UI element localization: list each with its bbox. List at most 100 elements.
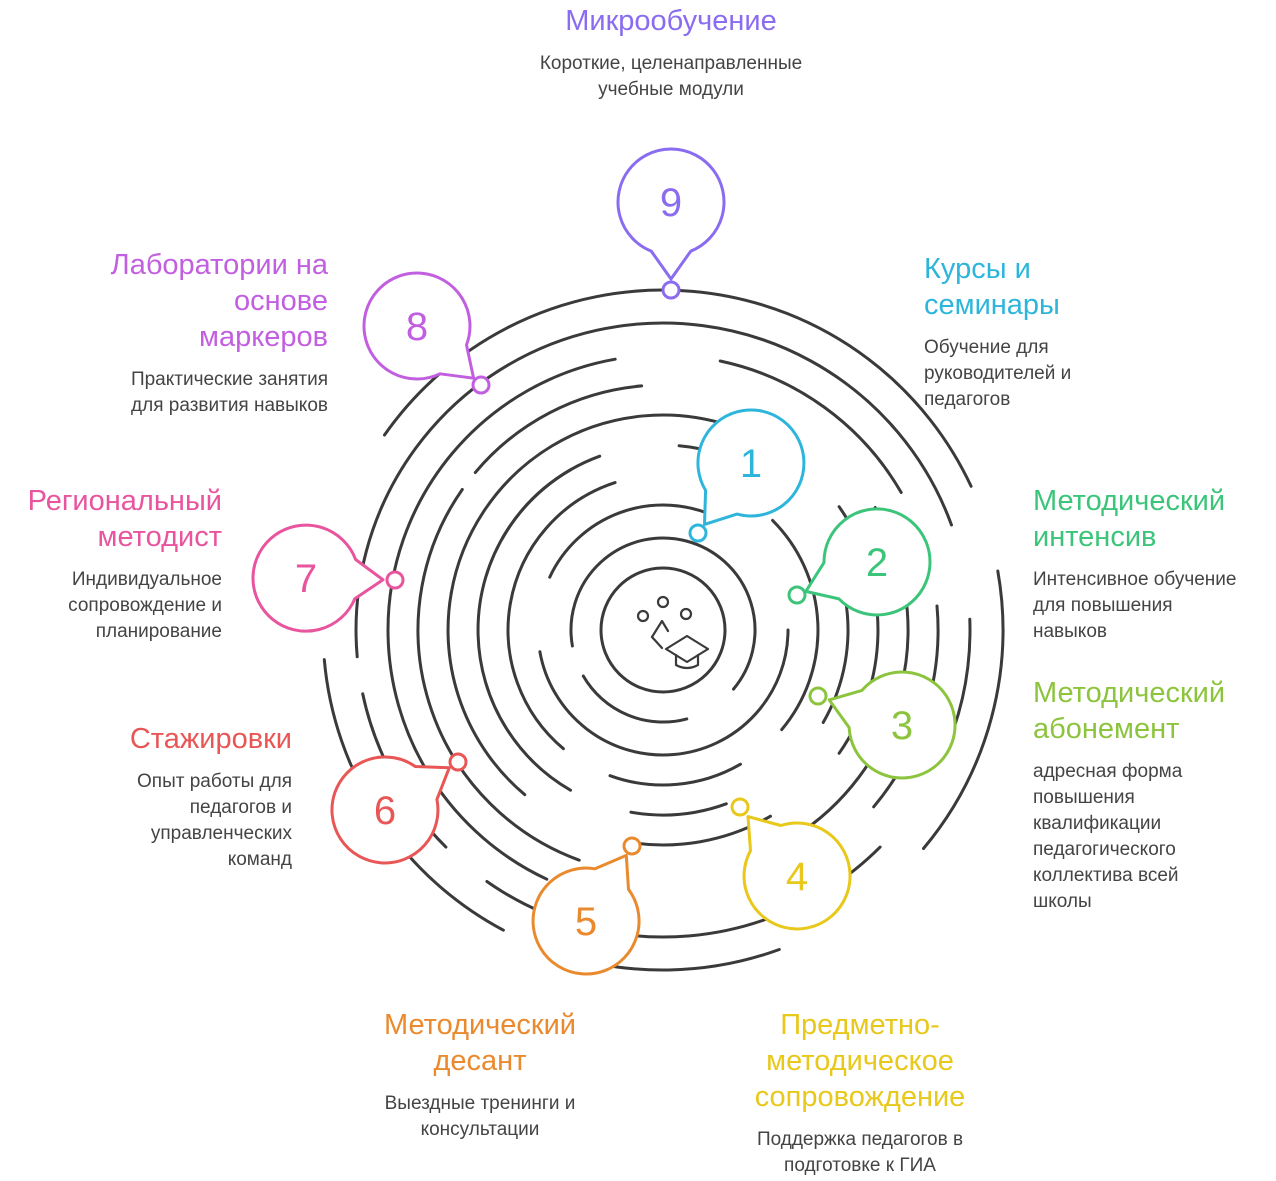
step-title-line: интенсив — [1033, 521, 1157, 553]
step-description-line: команд — [227, 849, 292, 870]
step-description-line: Индивидуальное — [71, 569, 222, 590]
step-description-line: Опыт работы для — [137, 771, 292, 792]
marker-dot — [471, 375, 491, 395]
step-title: Методический десант — [330, 1007, 630, 1079]
marker-dot — [808, 686, 828, 706]
marker-dot — [622, 836, 642, 856]
ring-arc — [569, 536, 757, 691]
step-title-line: Предметно- — [780, 1009, 940, 1041]
speech-bubble — [362, 271, 476, 381]
step-description-line: подготовке к ГИА — [784, 1155, 936, 1176]
step-title-line: Курсы и — [924, 253, 1031, 285]
step-number: 1 — [740, 442, 762, 486]
ring-arc — [608, 762, 742, 787]
ring-arc — [538, 628, 790, 757]
step-description-line: Практические занятия — [130, 369, 328, 390]
step-title: Микрообучение — [471, 3, 871, 39]
step-description-line: консультации — [420, 1119, 540, 1140]
ring-arc — [821, 596, 850, 724]
speech-bubble — [251, 523, 385, 633]
step-description-line: школы — [1033, 891, 1092, 912]
ring-arc — [771, 518, 820, 732]
step-description-line: Короткие, целенаправленные — [539, 53, 803, 74]
step-number: 5 — [575, 900, 597, 944]
step-title-line: методическое — [766, 1045, 954, 1077]
ring-core — [599, 566, 727, 694]
marker-dot — [688, 523, 708, 543]
step-title-line: абонемент — [1033, 713, 1180, 745]
step-title-line: Методический — [383, 1009, 577, 1041]
graduation-cap-people-icon — [636, 595, 710, 670]
step-title-line: Стажировки — [129, 723, 292, 755]
step-title: Лаборатории на основе маркеров — [40, 247, 328, 355]
step-title-line: Микрообучение — [565, 5, 777, 37]
step-description-line: Выездные тренинги и — [384, 1093, 576, 1114]
marker-dot — [787, 585, 807, 605]
ring-arc — [476, 468, 572, 792]
step-description-line: руководителей и — [924, 363, 1072, 384]
marker-dot — [385, 570, 405, 590]
step-bubble-9: 9 — [616, 147, 726, 300]
step-title: Стажировки — [40, 721, 292, 757]
step-title-line: Региональный — [27, 485, 222, 517]
step-description-line: для повышения — [1033, 595, 1173, 616]
speech-bubble — [804, 507, 932, 617]
speech-bubble — [827, 670, 957, 780]
ring-arc — [581, 674, 689, 724]
speech-bubble — [616, 147, 726, 281]
speech-bubble — [531, 853, 641, 976]
step-bubble-2: 2 — [787, 507, 932, 617]
speech-bubble — [742, 815, 852, 931]
ring-arc — [508, 481, 617, 605]
marker-dot — [661, 280, 681, 300]
ring-arc — [922, 569, 1005, 850]
step-number: 3 — [891, 704, 913, 748]
step-description-line: Интенсивное обучение — [1033, 569, 1237, 590]
ring-arc — [416, 488, 581, 862]
step-description-line: педагогического — [1033, 839, 1176, 860]
step-number: 6 — [374, 789, 396, 833]
step-description: Выездные тренинги и консультации — [330, 1091, 630, 1143]
step-number: 8 — [406, 305, 428, 349]
step-description-line: управленческих — [150, 823, 292, 844]
step-bubble-8: 8 — [362, 271, 491, 395]
step-title-line: десант — [433, 1045, 527, 1077]
step-title-line: Лаборатории на — [110, 249, 328, 281]
step-number: 2 — [866, 541, 888, 585]
step-bubble-7: 7 — [251, 523, 405, 633]
step-bubble-4: 4 — [730, 797, 852, 931]
step-title-line: маркеров — [199, 321, 328, 353]
ring-arc — [629, 802, 728, 817]
marker-dot — [730, 797, 750, 817]
step-title-line: основе — [234, 285, 328, 317]
speech-bubble — [696, 408, 806, 526]
ring-arc — [449, 413, 731, 595]
ring-arc — [506, 601, 565, 751]
step-bubble-1: 1 — [688, 408, 806, 543]
step-description-line: повышения — [1033, 787, 1135, 808]
step-bubble-3: 3 — [808, 670, 957, 780]
step-description-line: квалификации — [1033, 813, 1162, 834]
step-description-line: адресная форма — [1033, 761, 1183, 782]
ring-arc — [446, 591, 527, 797]
step-description: адресная форма повышения квалификации педаг… — [1033, 759, 1273, 915]
step-description-line: коллектива всей — [1033, 865, 1179, 886]
step-description-line: навыков — [1033, 621, 1107, 642]
